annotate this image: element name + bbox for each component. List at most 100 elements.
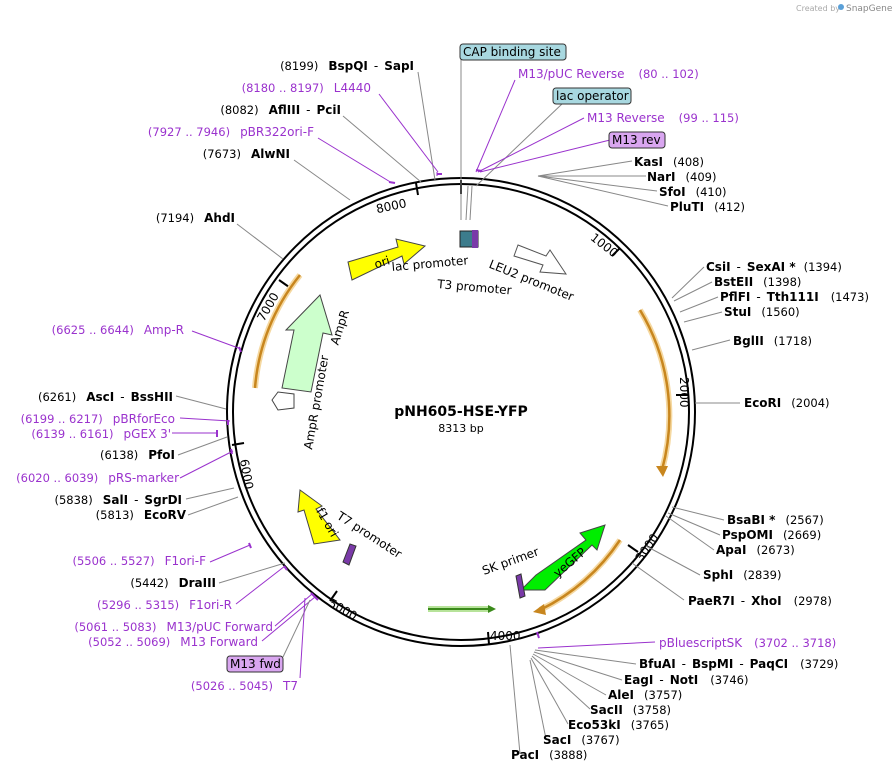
lac-promoter-label: lac promoter [391, 253, 469, 274]
site-f1ori-r[interactable]: (5296 .. 5315)F1ori-R [97, 598, 232, 612]
svg-text:BsaBI *(2567): BsaBI *(2567) [727, 513, 824, 527]
tick-6000-mark [231, 442, 245, 446]
created-by-text: Created by [796, 4, 840, 13]
svg-text:CsiI-SexAI *(1394): CsiI-SexAI *(1394) [706, 260, 842, 274]
svg-text:(5061 .. 5083)M13/pUC Forward: (5061 .. 5083)M13/pUC Forward [74, 620, 273, 634]
site-bglii[interactable]: BglII(1718) [733, 334, 812, 348]
svg-text:(8082)AflIII-PciI: (8082)AflIII-PciI [220, 103, 341, 117]
site-ecorv[interactable]: (5813)EcoRV [96, 508, 187, 522]
leu2-promoter-arrow[interactable] [513, 244, 567, 275]
svg-text:(6020 .. 6039)pRS-marker: (6020 .. 6039)pRS-marker [16, 471, 179, 485]
site-t7[interactable]: (5026 .. 5045)T7 [191, 679, 298, 693]
t7-promoter-label: T7 promoter [334, 508, 405, 561]
m13-fwd-box[interactable] [226, 655, 284, 673]
tick-3000: 3000 [633, 531, 662, 564]
site-pflfi[interactable]: PflFI-Tth111I(1473) [720, 290, 869, 304]
site-paer7i[interactable]: PaeR7I-XhoI(2978) [688, 594, 832, 608]
site-pspomi[interactable]: PspOMI(2669) [722, 528, 821, 542]
site-bsabi[interactable]: BsaBI *(2567) [727, 513, 824, 527]
ori-label: ori [372, 253, 391, 271]
leu2-promoter-label: LEU2 promoter [487, 257, 576, 304]
site-bspqi[interactable]: (8199)BspQI-SapI [280, 59, 414, 73]
ori-arrow[interactable] [347, 238, 427, 281]
site-eagi[interactable]: EagI-NotI(3746) [624, 673, 748, 687]
site-prs-marker[interactable]: (6020 .. 6039)pRS-marker [16, 471, 179, 485]
svg-text:M13/pUC Reverse(80 .. 102): M13/pUC Reverse(80 .. 102) [518, 67, 699, 81]
site-alwni[interactable]: (7673)AlwNI [203, 147, 290, 161]
site-kasi[interactable]: KasI(408) [634, 155, 704, 169]
svg-text:EcoRI(2004): EcoRI(2004) [744, 396, 830, 410]
site-paci[interactable]: PacI(3888) [511, 748, 587, 762]
site-pgex-3[interactable]: (6139 .. 6161)pGEX 3' [31, 427, 171, 441]
m13-rev-box[interactable] [608, 131, 666, 149]
m13-rev-label: M13 rev [612, 133, 661, 147]
site-bsteii[interactable]: BstEII(1398) [714, 275, 801, 289]
ampr-label: AmpR [328, 308, 352, 346]
svg-text:PaeR7I-XhoI(2978): PaeR7I-XhoI(2978) [688, 594, 832, 608]
t7-promoter-marker[interactable] [342, 543, 357, 566]
site-apai[interactable]: ApaI(2673) [716, 543, 795, 557]
svg-text:(6261)AscI-BssHII: (6261)AscI-BssHII [38, 390, 173, 404]
primer-markers [216, 169, 540, 639]
site-csii[interactable]: CsiI-SexAI *(1394) [706, 260, 842, 274]
svg-text:SphI(2839): SphI(2839) [703, 568, 782, 582]
site-sfoi[interactable]: SfoI(410) [659, 185, 727, 199]
site-amp-r[interactable]: (6625 .. 6644)Amp-R [52, 323, 184, 337]
site-sali[interactable]: (5838)SalI-SgrDI [55, 493, 183, 507]
cap-binding-box[interactable] [459, 43, 567, 61]
svg-text:(6625 .. 6644)Amp-R: (6625 .. 6644)Amp-R [52, 323, 184, 337]
svg-text:PspOMI(2669): PspOMI(2669) [722, 528, 821, 542]
site-f1ori-f[interactable]: (5506 .. 5527)F1ori-F [72, 554, 206, 568]
tick-4000: 4000 [490, 629, 521, 643]
site-m13puc-reverse[interactable]: M13/pUC Reverse(80 .. 102) [518, 67, 699, 81]
svg-text:M13 Reverse(99 .. 115): M13 Reverse(99 .. 115) [587, 111, 739, 125]
site-m13-forward[interactable]: (5052 .. 5069)M13 Forward [88, 635, 258, 649]
svg-text:(8199)BspQI-SapI: (8199)BspQI-SapI [280, 59, 414, 73]
svg-text:(6199 .. 6217)pBRforEco: (6199 .. 6217)pBRforEco [21, 412, 175, 426]
ampr-promoter-arrow[interactable] [271, 391, 295, 411]
svg-text:ApaI(2673): ApaI(2673) [716, 543, 795, 557]
site-saci[interactable]: SacI(3767) [543, 733, 620, 747]
sk-primer-marker[interactable] [515, 573, 526, 599]
site-pbr322ori-f[interactable]: (7927 .. 7946)pBR322ori-F [148, 125, 314, 139]
svg-text:NarI(409): NarI(409) [647, 170, 716, 184]
site-sacii[interactable]: SacII(3758) [590, 703, 671, 717]
site-alei[interactable]: AleI(3757) [608, 688, 682, 702]
svg-text:(7673)AlwNI: (7673)AlwNI [203, 147, 290, 161]
yegfp-arrow[interactable] [519, 524, 606, 591]
plasmid-size: 8313 bp [438, 422, 483, 435]
orf-arc-left [253, 274, 301, 389]
site-afliii[interactable]: (8082)AflIII-PciI [220, 103, 341, 117]
ampr-arrow[interactable] [281, 294, 333, 393]
site-ecori[interactable]: EcoRI(2004) [744, 396, 830, 410]
svg-text:PacI(3888): PacI(3888) [511, 748, 587, 762]
svg-text:Eco53kI(3765): Eco53kI(3765) [568, 718, 669, 732]
site-pbrforeco[interactable]: (6199 .. 6217)pBRforEco [21, 412, 175, 426]
site-sphi[interactable]: SphI(2839) [703, 568, 782, 582]
svg-text:SacII(3758): SacII(3758) [590, 703, 671, 717]
tick-3000-mark [627, 544, 639, 553]
site-eco53ki[interactable]: Eco53kI(3765) [568, 718, 669, 732]
site-bfuai[interactable]: BfuAI-BspMI-PaqCI(3729) [639, 657, 838, 671]
svg-text:(6139 .. 6161)pGEX 3': (6139 .. 6161)pGEX 3' [31, 427, 171, 441]
site-stui[interactable]: StuI(1560) [724, 305, 800, 319]
site-m13-reverse[interactable]: M13 Reverse(99 .. 115) [587, 111, 739, 125]
site-pfoi[interactable]: (6138)PfoI [100, 448, 175, 462]
lac-operator-label: lac operator [556, 89, 629, 103]
site-nari[interactable]: NarI(409) [647, 170, 716, 184]
orf-arc-right [638, 309, 671, 471]
site-ahdi[interactable]: (7194)AhdI [156, 211, 235, 225]
site-pluti[interactable]: PluTI(412) [670, 200, 745, 214]
f1-ori-arrow[interactable] [297, 489, 341, 545]
site-asci[interactable]: (6261)AscI-BssHII [38, 390, 173, 404]
svg-text:StuI(1560): StuI(1560) [724, 305, 800, 319]
site-m13puc-forward[interactable]: (5061 .. 5083)M13/pUC Forward [74, 620, 273, 634]
site-pbluescriptsk[interactable]: pBluescriptSK(3702 .. 3718) [659, 636, 836, 650]
cap-binding-label: CAP binding site [463, 45, 561, 59]
t3-promoter-label: T3 promoter [436, 277, 512, 298]
site-l4440[interactable]: (8180 .. 8197)L4440 [242, 81, 371, 95]
site-draiii[interactable]: (5442)DraIII [130, 576, 216, 590]
lac-operator-box[interactable] [552, 87, 632, 105]
svg-text:(5506 .. 5527)F1ori-F: (5506 .. 5527)F1ori-F [72, 554, 206, 568]
